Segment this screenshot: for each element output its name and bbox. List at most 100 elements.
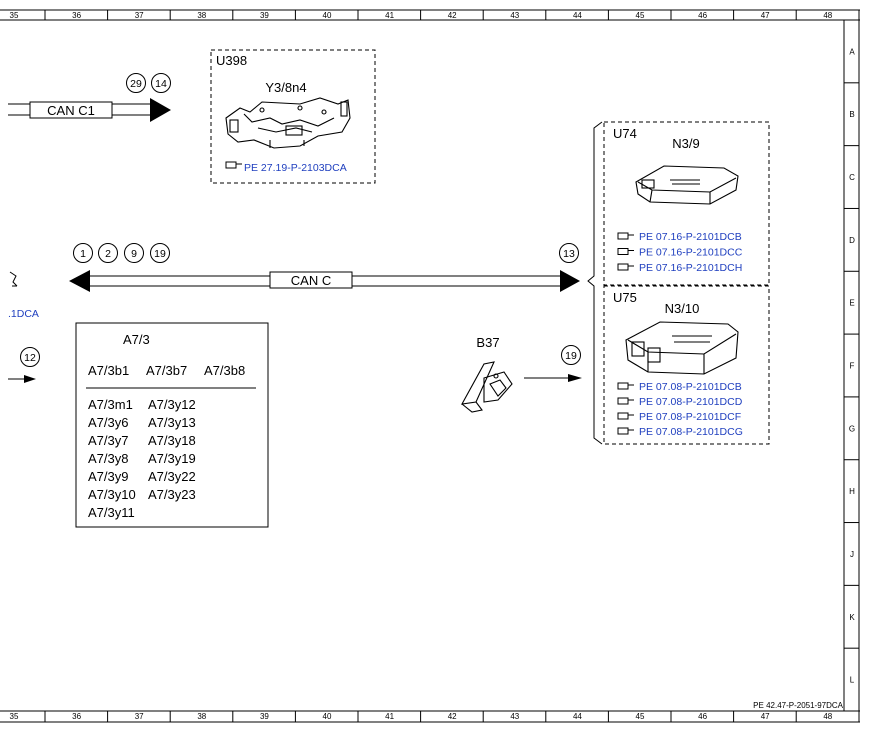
column-label: 47 bbox=[761, 11, 770, 20]
a7-3-header-item: A7/3b1 bbox=[88, 363, 129, 378]
column-label: 40 bbox=[323, 11, 332, 20]
column-label: 39 bbox=[260, 712, 269, 721]
u74-reference-list: PE 07.16-P-2101DCB PE 07.16-P-2101DCC PE 0… bbox=[617, 231, 743, 274]
row-label: J bbox=[850, 550, 854, 559]
footer-reference: PE 42.47-P-2051-97DCA bbox=[753, 701, 843, 710]
a7-3-component: A7/3y10 bbox=[88, 487, 136, 502]
reference-link[interactable]: PE 07.16-P-2101DCH bbox=[639, 262, 742, 274]
column-label: 45 bbox=[636, 11, 645, 20]
u398-group[interactable]: U398 Y3/8n4 PE 27.19-P-2103DCA bbox=[210, 49, 376, 184]
a7-3-component: A7/3y18 bbox=[148, 433, 196, 448]
a7-3-header-item: A7/3b8 bbox=[204, 363, 245, 378]
ecu-n3-9-illustration bbox=[635, 165, 739, 205]
row-label: A bbox=[849, 47, 855, 56]
column-label: 36 bbox=[72, 11, 81, 20]
column-label: 42 bbox=[448, 712, 457, 721]
y3-8n4-label: Y3/8n4 bbox=[265, 80, 306, 95]
row-label: G bbox=[849, 424, 855, 433]
can-c-circle[interactable]: 1 bbox=[73, 243, 93, 263]
column-label: 38 bbox=[197, 712, 206, 721]
reference-link[interactable]: PE 07.08-P-2101DCG bbox=[639, 426, 743, 438]
column-label: 45 bbox=[636, 712, 645, 721]
a7-3-component: A7/3y7 bbox=[88, 433, 128, 448]
column-label: 39 bbox=[260, 11, 269, 20]
reference-link[interactable]: PE 07.08-P-2101DCB bbox=[639, 381, 742, 393]
column-label: 48 bbox=[823, 712, 832, 721]
row-label: D bbox=[849, 236, 855, 245]
reference-link[interactable]: PE 07.16-P-2101DCB bbox=[639, 231, 742, 243]
row-label: H bbox=[849, 487, 855, 496]
reference-link[interactable]: PE 07.08-P-2101DCF bbox=[639, 411, 741, 423]
b37-circle[interactable]: 19 bbox=[561, 345, 581, 365]
a7-3-component: A7/3m1 bbox=[88, 397, 133, 412]
reference-hand-icon bbox=[617, 248, 634, 255]
can-c1-circle-label: 29 bbox=[130, 78, 142, 90]
row-label: C bbox=[849, 173, 855, 182]
can-c-circle-label: 9 bbox=[131, 248, 137, 260]
can-c-bus: CAN C bbox=[69, 270, 580, 292]
column-label: 46 bbox=[698, 11, 707, 20]
u398-label: U398 bbox=[216, 53, 247, 68]
left-connector-circle[interactable]: 12 bbox=[20, 347, 40, 367]
column-label: 37 bbox=[135, 11, 144, 20]
reference-hand-icon bbox=[617, 232, 634, 240]
column-label: 35 bbox=[10, 11, 19, 20]
column-label: 42 bbox=[448, 11, 457, 20]
column-label: 46 bbox=[698, 712, 707, 721]
can-c-circle[interactable]: 9 bbox=[124, 243, 144, 263]
left-connector-circle-label: 12 bbox=[24, 352, 36, 364]
can-c1-circle[interactable]: 29 bbox=[126, 73, 146, 93]
valve-body-illustration bbox=[225, 97, 351, 149]
group-bracket bbox=[587, 121, 603, 445]
a7-3-component: A7/3y12 bbox=[148, 397, 196, 412]
can-c1-label-box bbox=[29, 101, 113, 119]
reference-hand-icon bbox=[617, 412, 634, 420]
column-label: 41 bbox=[385, 11, 394, 20]
column-label: 37 bbox=[135, 712, 144, 721]
reference-hand-icon bbox=[617, 427, 634, 435]
reference-hand-icon bbox=[617, 263, 634, 271]
can-c-circle[interactable]: 2 bbox=[98, 243, 118, 263]
can-c1-circle[interactable]: 14 bbox=[151, 73, 171, 93]
column-label: 36 bbox=[72, 712, 81, 721]
a7-3-header-item: A7/3b7 bbox=[146, 363, 187, 378]
can-c1-label: CAN C1 bbox=[47, 103, 95, 118]
a7-3-component: A7/3y6 bbox=[88, 415, 128, 430]
a7-3-title: A7/3 bbox=[123, 332, 150, 347]
row-label: E bbox=[849, 299, 854, 308]
can-c-circle[interactable]: 19 bbox=[150, 243, 170, 263]
reference-hand-icon bbox=[617, 397, 634, 405]
cropped-component-icon bbox=[9, 271, 18, 287]
b37-group[interactable]: B37 bbox=[460, 335, 582, 413]
b37-label: B37 bbox=[476, 335, 499, 350]
a7-3-component: A7/3y8 bbox=[88, 451, 128, 466]
column-label: 41 bbox=[385, 712, 394, 721]
u398-reference-link[interactable]: PE 27.19-P-2103DCA bbox=[244, 162, 347, 174]
left-reference-link[interactable]: .1DCA bbox=[8, 308, 39, 320]
can-c-circle[interactable]: 13 bbox=[559, 243, 579, 263]
n3-9-label: N3/9 bbox=[672, 136, 699, 151]
u74-label: U74 bbox=[613, 126, 637, 141]
can-c-label-box bbox=[269, 271, 353, 289]
column-label: 43 bbox=[510, 11, 519, 20]
a7-3-component: A7/3y22 bbox=[148, 469, 196, 484]
a7-3-column-1: A7/3m1A7/3y6A7/3y7A7/3y8A7/3y9A7/3y10A7/… bbox=[88, 397, 136, 520]
a7-3-box: A7/3 A7/3b1 A7/3b7 A7/3b8 A7/3m1A7/3y6A7… bbox=[75, 322, 269, 528]
pedal-sensor-illustration bbox=[460, 361, 513, 413]
reference-hand-icon bbox=[617, 382, 634, 390]
column-label: 48 bbox=[823, 11, 832, 20]
n3-10-label: N3/10 bbox=[665, 301, 700, 316]
reference-link[interactable]: PE 07.16-P-2101DCC bbox=[639, 247, 743, 259]
reference-link[interactable]: PE 07.08-P-2101DCD bbox=[639, 396, 743, 408]
a7-3-column-2: A7/3y12A7/3y13A7/3y18A7/3y19A7/3y22A7/3y… bbox=[148, 397, 196, 502]
u75-reference-list: PE 07.08-P-2101DCB PE 07.08-P-2101DCD PE 0… bbox=[617, 381, 743, 438]
can-c-circle-label: 1 bbox=[80, 248, 86, 260]
a7-3-component: A7/3y9 bbox=[88, 469, 128, 484]
u75-label: U75 bbox=[613, 290, 637, 305]
frame bbox=[0, 9, 860, 723]
